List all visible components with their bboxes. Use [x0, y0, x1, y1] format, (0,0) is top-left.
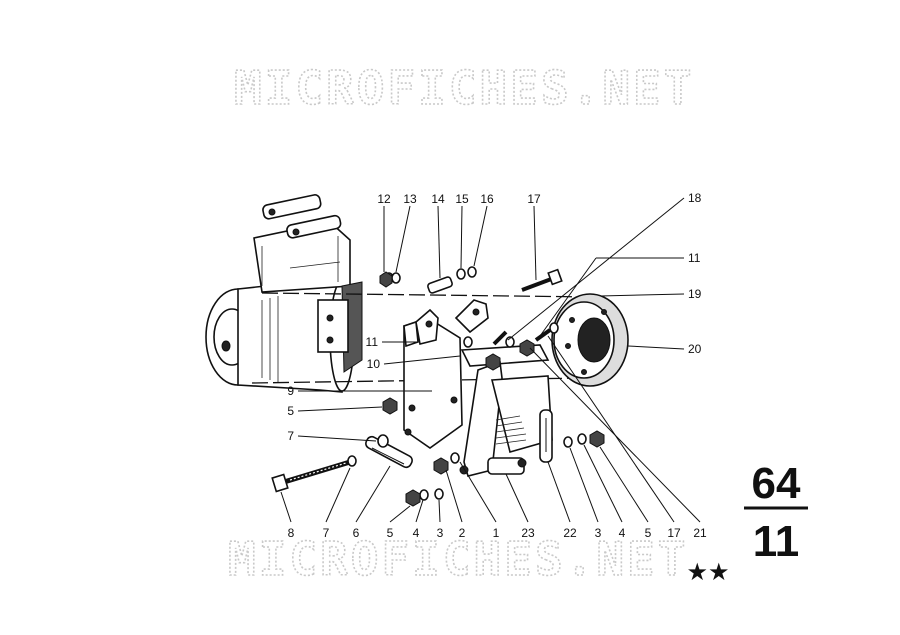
watermark-bottom: MICROFICHES.NET	[228, 532, 688, 586]
callout-9: 9	[287, 384, 294, 398]
section-subgroup: 11	[753, 517, 800, 566]
rating-stars: ★★	[686, 558, 729, 586]
callout-10: 10	[367, 357, 381, 371]
callouts-left: 11 10 9 5 7	[287, 335, 380, 443]
callout-3-bottom: 3	[437, 526, 444, 540]
callout-5-left: 5	[287, 404, 294, 418]
leader-lines	[280, 197, 701, 523]
callout-6: 6	[353, 526, 360, 540]
callout-11-left: 11	[366, 335, 379, 349]
pulley-drawing	[551, 293, 629, 387]
callout-19: 19	[688, 287, 702, 301]
callout-13: 13	[403, 192, 417, 206]
callout-16: 16	[480, 192, 494, 206]
callout-17-top: 17	[527, 192, 541, 206]
callout-5-right: 5	[645, 526, 652, 540]
callout-1: 1	[493, 526, 500, 540]
callout-23: 23	[521, 526, 535, 540]
bracket-drawing	[459, 360, 553, 477]
callout-18: 18	[688, 191, 702, 205]
compressor-drawing	[205, 194, 363, 393]
callout-3-right: 3	[595, 526, 602, 540]
callout-11-right: 11	[688, 251, 701, 265]
section-number: 64 11	[744, 459, 808, 566]
callout-5-bottom: 5	[387, 526, 394, 540]
callout-2: 2	[459, 526, 466, 540]
nut-drawing	[379, 271, 605, 507]
callout-4-right: 4	[619, 526, 626, 540]
callouts-right: 18 11 19 20	[688, 191, 702, 356]
callout-22: 22	[563, 526, 577, 540]
bracket-drawing	[403, 299, 550, 449]
callout-17-bottom: 17	[667, 526, 681, 540]
callout-21: 21	[693, 526, 707, 540]
callouts-top: 12 13 14 15 16 17	[377, 192, 541, 206]
callout-8: 8	[288, 526, 295, 540]
callout-7-bottom: 7	[323, 526, 330, 540]
callout-7-left: 7	[287, 429, 294, 443]
callout-20: 20	[688, 342, 702, 356]
section-group: 64	[752, 459, 801, 508]
callouts-bottom: 8 7 6 5 4 3 2 1 23 22 3 4 5 17 21	[288, 526, 707, 540]
callout-12: 12	[377, 192, 391, 206]
watermark-top: MICROFICHES.NET	[234, 61, 694, 115]
callout-4-bottom: 4	[413, 526, 420, 540]
callout-15: 15	[455, 192, 469, 206]
bolt-drawing	[271, 268, 563, 493]
callout-14: 14	[431, 192, 445, 206]
